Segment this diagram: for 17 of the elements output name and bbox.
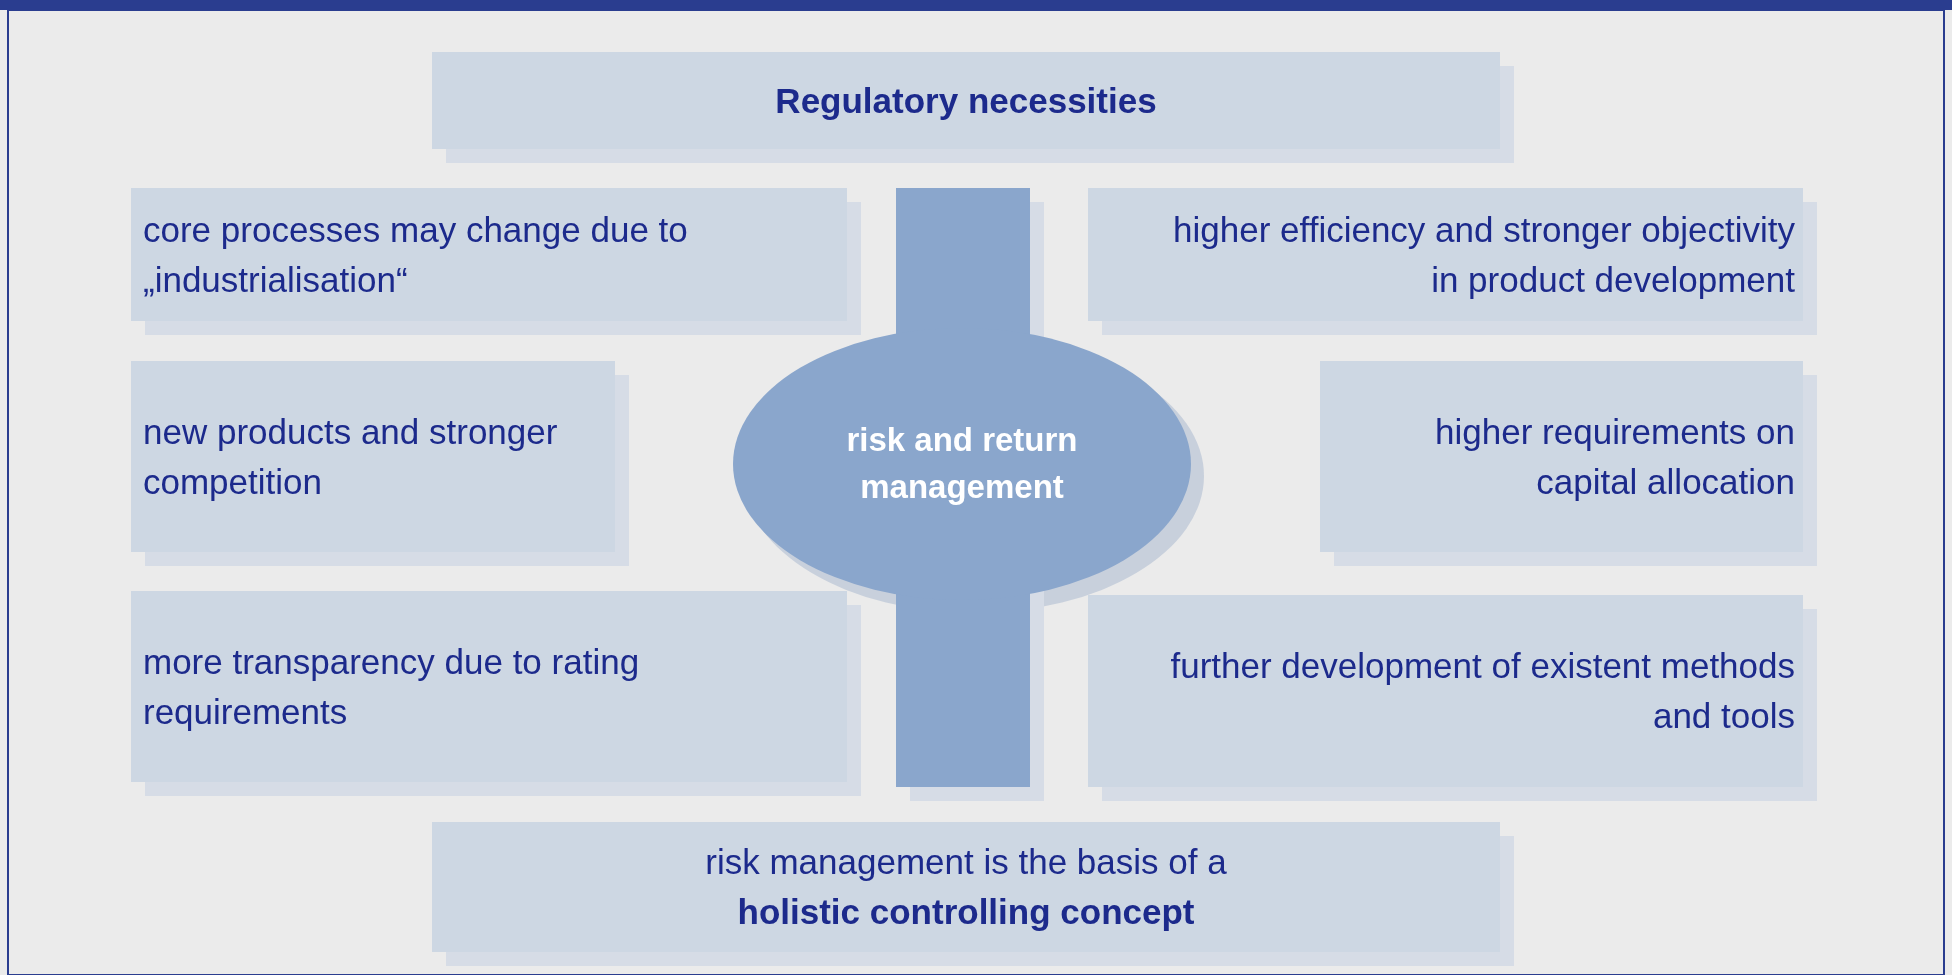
text-box <box>432 52 1500 149</box>
text-box <box>432 822 1500 952</box>
node-text: new products and stronger competition <box>143 410 559 503</box>
node-text: higher efficiency and stronger objectivity in product development <box>1172 208 1795 301</box>
text-box <box>1320 361 1803 552</box>
text-box <box>1088 595 1803 787</box>
node-text: core processes may change due to „industrialisation“ <box>143 208 689 301</box>
node-text: more transparency due to rating requirements <box>143 640 641 733</box>
text-box <box>1088 188 1803 321</box>
node-text: higher requirements on capital allocation <box>1434 410 1795 503</box>
text-box <box>131 361 615 552</box>
node-text: Regulatory necessities <box>775 79 1157 122</box>
text-box <box>131 591 847 782</box>
node-text: risk management is the basis of a holistic controlling concept <box>704 841 1228 933</box>
node-text: risk and return management <box>845 420 1079 507</box>
text-box <box>131 188 847 321</box>
node-text: further development of existent methods and tools <box>1169 645 1795 737</box>
